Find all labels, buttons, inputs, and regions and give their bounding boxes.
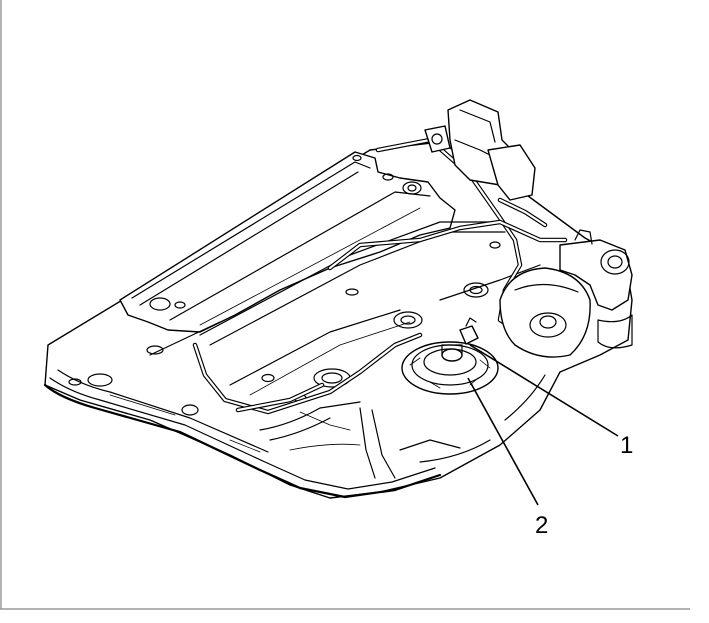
callout-1-label: 1 (620, 432, 633, 459)
callout-1-leader (469, 344, 619, 437)
right-end-dome (499, 267, 591, 358)
filler-neck (559, 239, 633, 311)
fuel-pump-electrical-connector (459, 317, 479, 345)
fuel-tank-assembly (43, 99, 633, 499)
tank-lower-rim (43, 383, 442, 499)
callout-2-leader (467, 377, 539, 506)
callout-2-label: 2 (535, 512, 548, 539)
heat-shield-plate (119, 151, 456, 333)
fuel-pump-module (401, 341, 499, 395)
